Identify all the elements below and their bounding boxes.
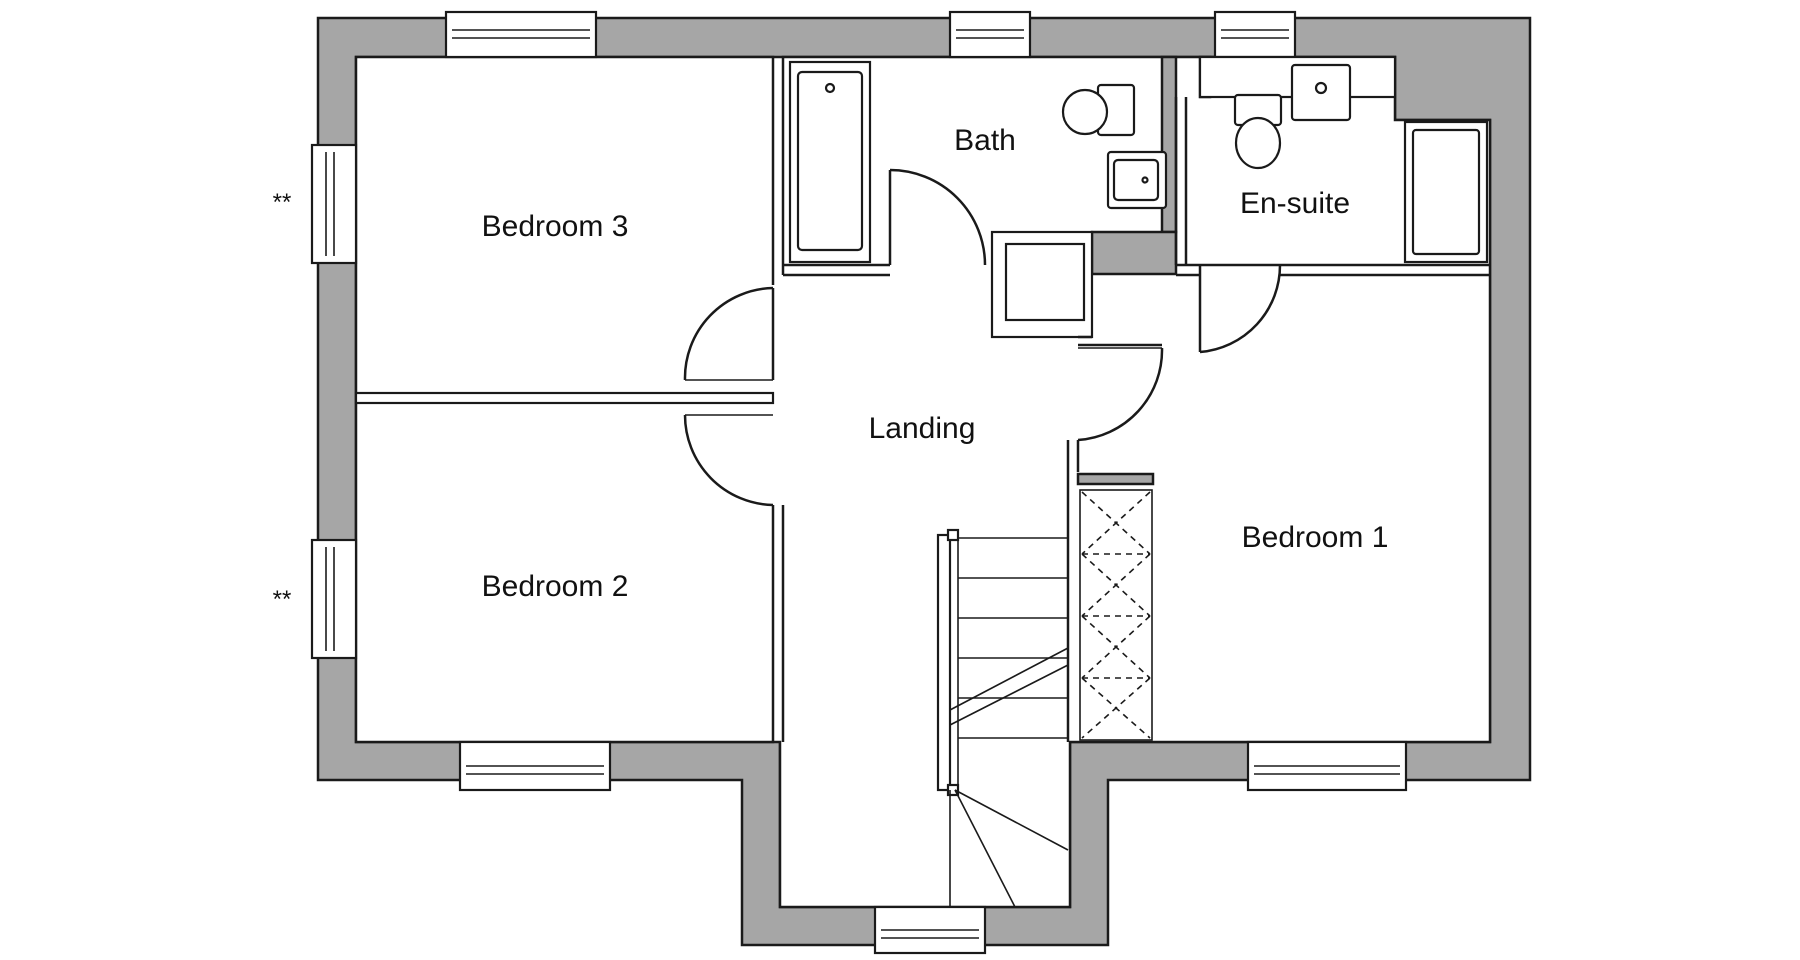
wall-shower-block	[1090, 230, 1178, 276]
wall-bed3-bed2	[354, 391, 775, 405]
window-bed3-left	[310, 143, 358, 265]
ensuite-toilet	[1233, 93, 1283, 170]
wardrobe-top-wall	[1076, 472, 1155, 486]
room-label-ensuite: En-suite	[1240, 187, 1350, 220]
room-label-bedroom3: Bedroom 3	[482, 210, 629, 243]
room-label-bath: Bath	[954, 124, 1016, 157]
window-bed2-left	[310, 538, 358, 660]
bath-toilet	[1061, 83, 1136, 137]
window-bed3-top	[444, 10, 598, 59]
room-label-bedroom2: Bedroom 2	[482, 570, 629, 603]
bath-basin	[1106, 150, 1168, 210]
window-bed1-bottom	[1246, 740, 1408, 792]
door-ensuite	[1198, 264, 1282, 354]
door-bedroom2	[683, 414, 774, 507]
ensuite-shower	[1403, 120, 1489, 264]
bathtub	[788, 60, 872, 264]
window-bed2-bottom	[458, 740, 612, 792]
window-bath-top	[948, 10, 1032, 59]
window-note-top: **	[273, 189, 292, 216]
window-ensuite-top	[1213, 10, 1297, 59]
shower-tray	[1004, 242, 1086, 322]
room-label-bedroom1: Bedroom 1	[1242, 521, 1389, 554]
ensuite-basin	[1198, 55, 1397, 122]
window-landing-bottom	[873, 905, 987, 955]
window-note-bottom: **	[273, 586, 292, 613]
wardrobe	[1079, 489, 1153, 741]
door-bedroom3	[683, 286, 775, 381]
door-bath	[888, 168, 987, 266]
staircase	[936, 528, 1069, 908]
room-label-landing: Landing	[869, 412, 976, 445]
door-bedroom1	[1077, 347, 1164, 442]
